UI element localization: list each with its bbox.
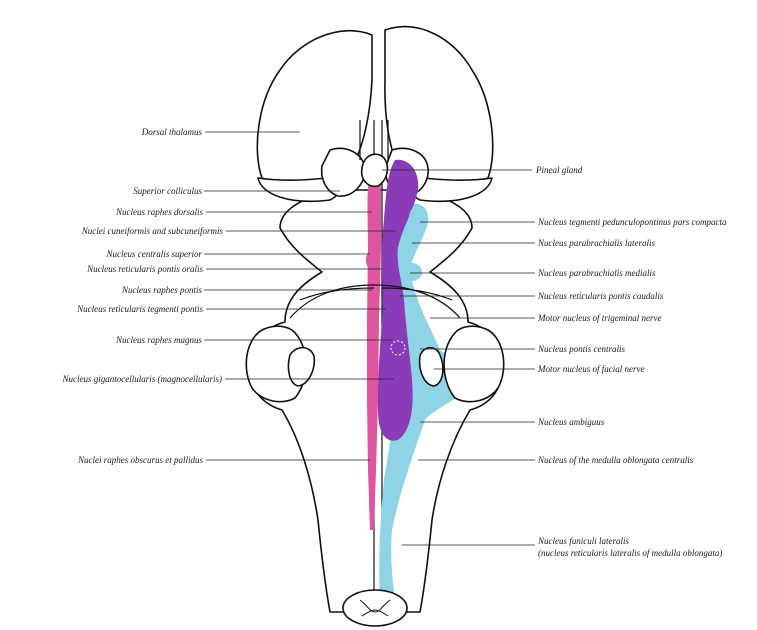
pons-bulge-right — [444, 326, 504, 401]
label-pontis-centralis: Nucleus pontis centralis — [537, 344, 625, 354]
label-reticularis-pontis-caudalis: Nucleus reticularis pontis caudalis — [537, 291, 664, 301]
label-raphes-dorsalis: Nucleus raphes dorsalis — [115, 207, 204, 217]
label-motor-facial: Motor nucleus of facial nerve — [537, 364, 644, 374]
label-parabrachialis-medialis: Nucleus parabrachialis medialis — [537, 268, 656, 278]
centralis-superior-blob — [366, 250, 378, 270]
label-raphes-obscurus: Nuclei raphes obscurus et pallidus — [77, 455, 203, 465]
label-raphes-pontis: Nucleus raphes pontis — [121, 285, 202, 295]
label-dorsal-thalamus: Dorsal thalamus — [141, 127, 203, 137]
label-reticularis-pontis-oralis: Nucleus reticularis pontis oralis — [86, 264, 203, 274]
superior-colliculus-left — [322, 148, 365, 196]
label-ambiguus: Nucleus ambiguus — [537, 417, 605, 427]
label-tegmenti-pedunculopontinus: Nucleus tegmenti pedunculopontinus pars … — [537, 217, 727, 227]
label-raphes-magnus: Nucleus raphes magnus — [115, 335, 202, 345]
label-funiculi-lateralis-sub: (nucleus reticularis lateralis of medull… — [538, 548, 722, 558]
label-gigantocellularis: Nucleus gigantocellularis (magnocellular… — [62, 374, 222, 384]
label-medulla-centralis: Nucleus of the medulla oblongata central… — [537, 455, 694, 465]
spinal-cord — [343, 590, 407, 626]
label-motor-trigeminal: Motor nucleus of trigeminal nerve — [537, 313, 661, 323]
label-funiculi-lateralis: Nucleus funiculi lateralis — [537, 536, 629, 546]
label-pineal-gland: Pineal gland — [535, 165, 583, 175]
label-cuneiformis: Nuclei cuneiformis and subcuneiformis — [81, 226, 224, 236]
label-reticularis-tegmenti-pontis: Nucleus reticularis tegmenti pontis — [76, 304, 203, 314]
label-superior-colliculus: Superior colliculus — [133, 186, 202, 196]
label-centralis-superior: Nucleus centralis superior — [106, 249, 203, 259]
pedunculopontinus-blob — [409, 206, 427, 230]
label-parabrachialis-lateralis: Nucleus parabrachialis lateralis — [537, 238, 655, 248]
parabrachial-blob — [402, 263, 422, 281]
